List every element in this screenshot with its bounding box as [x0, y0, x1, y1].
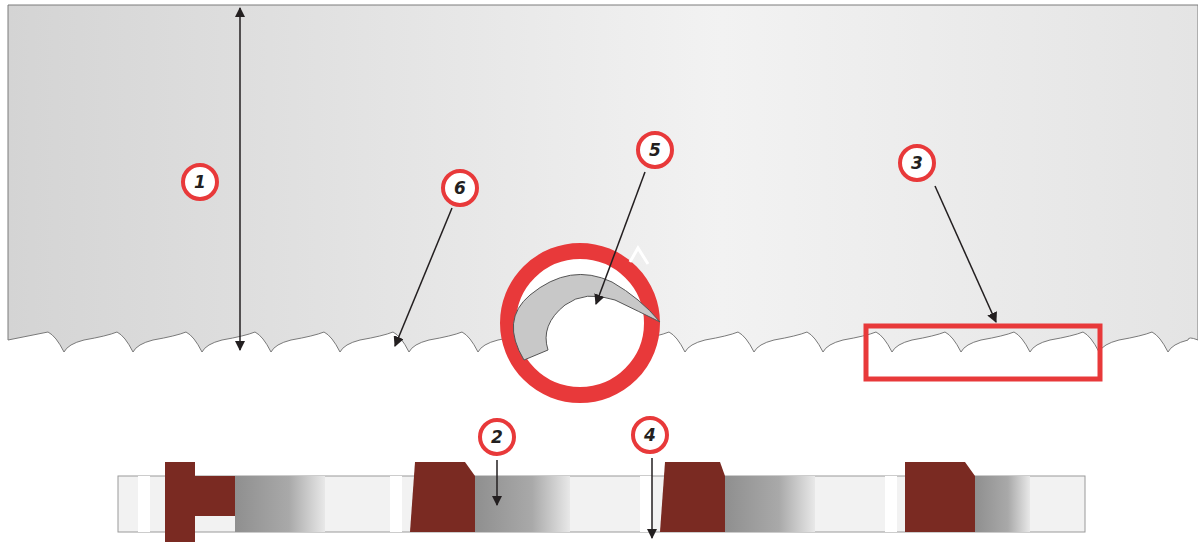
callout-circle: 5 [636, 131, 674, 169]
callout-circle: 1 [181, 163, 219, 201]
tooth-pitch-box [866, 326, 1100, 379]
callout-circle: 2 [478, 418, 516, 456]
callout-number: 5 [649, 142, 661, 159]
callout-number: 3 [911, 155, 923, 172]
callout-number: 2 [491, 429, 503, 446]
callout-circle: 6 [441, 169, 479, 207]
gullet-detail [513, 274, 660, 360]
tooth-set-view [118, 462, 1085, 542]
callout-number: 4 [644, 427, 656, 444]
callout-number: 1 [194, 174, 206, 191]
callout-number: 6 [454, 180, 466, 197]
callout-circle: 4 [631, 416, 669, 454]
ring-mark [630, 248, 648, 264]
leader-lines [240, 8, 996, 538]
callout-circle: 3 [898, 144, 936, 182]
